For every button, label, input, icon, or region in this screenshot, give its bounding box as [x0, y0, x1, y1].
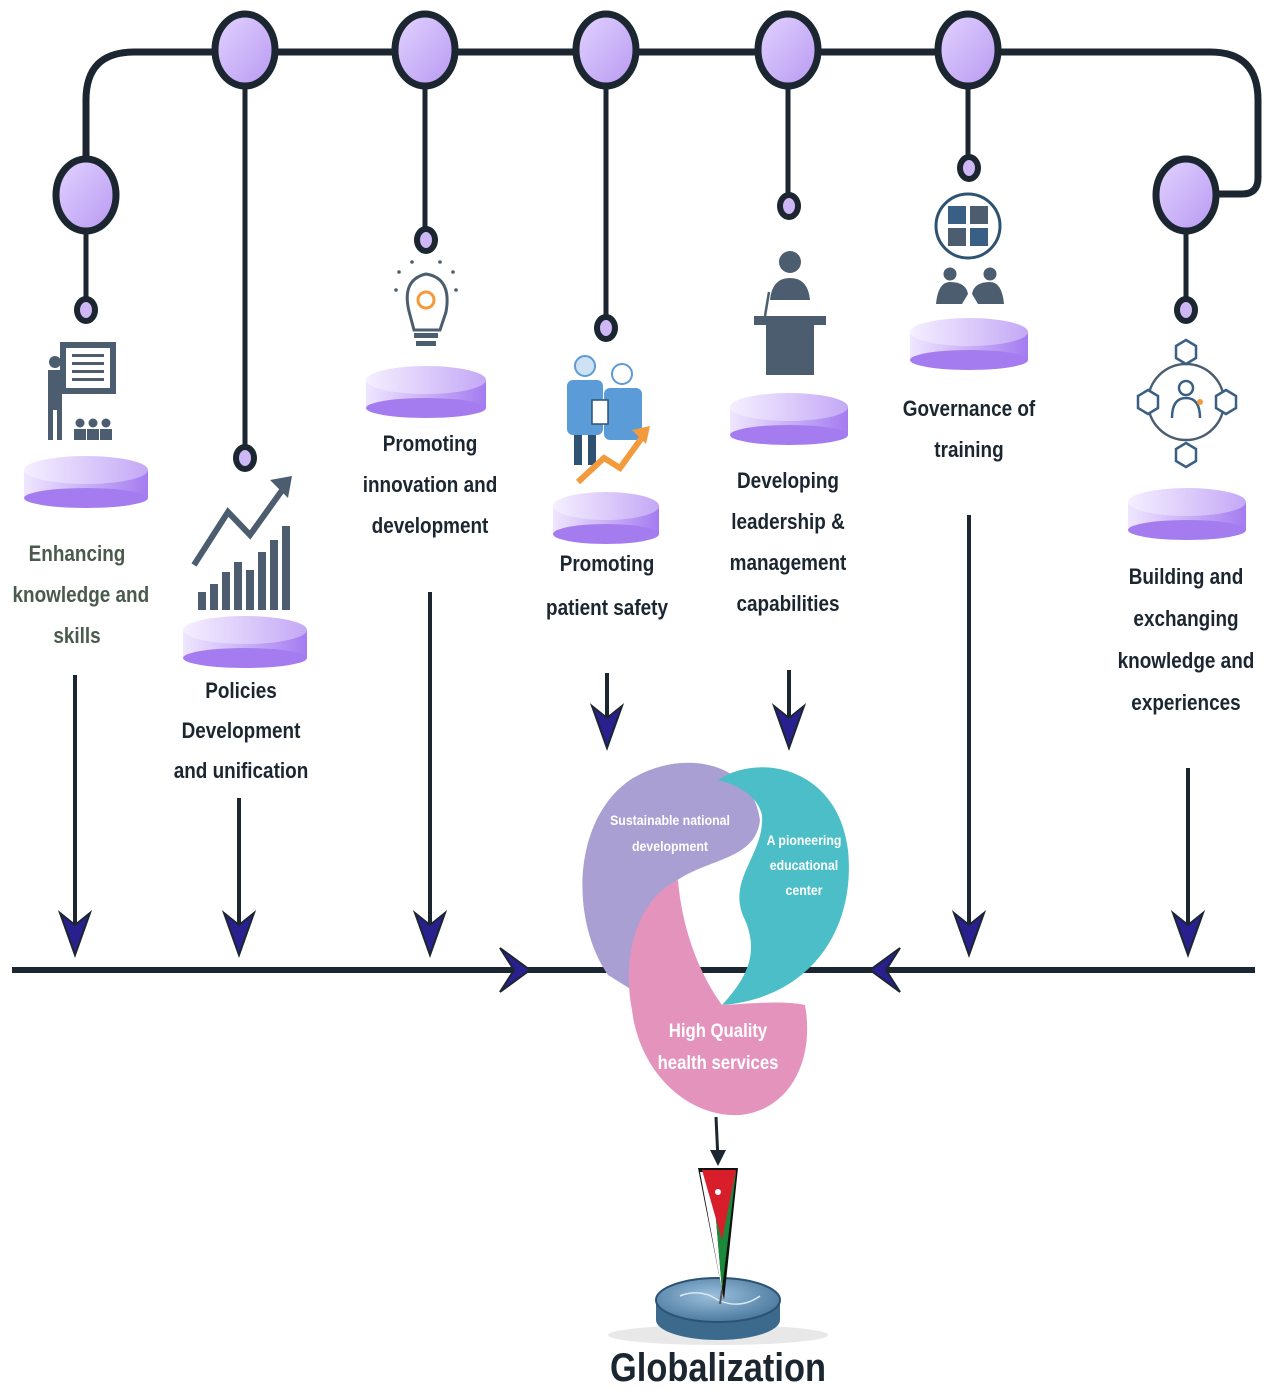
label-line: knowledge and [12, 582, 150, 607]
label-line: leadership & [731, 509, 845, 534]
label-line: skills [53, 623, 101, 648]
lightbulb-gear-icon [394, 260, 458, 346]
label-line: development [371, 513, 489, 538]
top-connector-line [82, 48, 1262, 198]
node-small-innovation [414, 226, 438, 254]
segment-pioneering [718, 767, 849, 1005]
platform-policies [183, 616, 307, 668]
pillar-label-innovation: Promoting innovation and development [357, 423, 503, 546]
label-line: innovation and [362, 472, 498, 497]
label-line: training [934, 437, 1004, 462]
goal-arrow-head [710, 1150, 726, 1166]
segment-quality [628, 880, 808, 1116]
label-line: Enhancing [28, 541, 126, 566]
cycle-label-pioneering: A pioneering educational center [758, 828, 850, 903]
label-line: A pioneering [766, 832, 842, 848]
label-line: center [785, 882, 823, 898]
label-line: Policies [205, 678, 277, 703]
puzzle-team-icon [934, 192, 1004, 304]
label-line: health services [657, 1053, 779, 1074]
speaker-podium-icon [754, 251, 826, 375]
goal-label: Globalization [610, 1346, 826, 1390]
label-line: Sustainable national [610, 812, 730, 828]
label-line: knowledge and [1117, 648, 1255, 673]
label-line: capabilities [736, 591, 840, 616]
label-line: patient safety [546, 595, 668, 620]
platform-governance [910, 318, 1028, 370]
baseline-arrow-right [499, 947, 532, 993]
platform-leadership [730, 393, 848, 445]
node-policies [211, 10, 279, 90]
pillar-label-leadership: Developing leadership & management capabili… [715, 460, 861, 624]
arrow-leadership [771, 670, 807, 751]
cycle-label-sustainable: Sustainable national development [600, 807, 741, 859]
label-line: Governance of [902, 396, 1036, 421]
label-line: Promoting [559, 551, 655, 576]
segment-sustainable [582, 762, 760, 990]
node-small-safety [594, 314, 618, 342]
pillar-label-governance: Governance of training [896, 388, 1042, 470]
pillar-label-exchange: Building and exchanging knowledge and exper… [1113, 556, 1259, 724]
node-knowledge [52, 155, 120, 235]
teacher-board-icon [48, 342, 116, 440]
cycle-graphic [582, 762, 849, 1116]
arrow-exchange [1170, 768, 1206, 958]
arrow-safety [589, 673, 625, 751]
label-line: Promoting [382, 431, 478, 456]
node-small-governance [957, 154, 981, 182]
platform-exchange [1128, 488, 1246, 540]
node-small-policies [233, 444, 257, 472]
growth-chart-icon [191, 476, 292, 610]
label-line: educational [769, 857, 839, 873]
label-line: exchanging [1133, 606, 1239, 631]
label-line: Developing [737, 468, 839, 493]
arrow-policies [221, 798, 257, 958]
platform-safety [553, 492, 659, 544]
arrow-governance [951, 515, 987, 958]
label-line: High Quality [668, 1021, 768, 1042]
label-line: development [631, 838, 708, 854]
label-line: Building and [1128, 564, 1244, 589]
arrow-knowledge [57, 675, 93, 958]
label-line: experiences [1131, 690, 1241, 715]
cycle-label-quality: High Quality health services [648, 1016, 789, 1080]
label-line: and unification [173, 758, 309, 783]
node-small-leadership [777, 192, 801, 220]
globe-flag-icon [608, 1168, 828, 1345]
platform-innovation [366, 366, 486, 418]
label-line: management [729, 550, 847, 575]
node-governance [934, 10, 1002, 90]
pillar-label-knowledge: Enhancing knowledge and skills [12, 533, 150, 656]
label-line: Development [181, 718, 301, 743]
pillar-label-safety: Promoting patient safety [534, 542, 680, 630]
node-small-knowledge [74, 296, 98, 324]
arrow-innovation [412, 592, 448, 958]
node-small-exchange [1174, 296, 1198, 324]
network-person-icon [1136, 338, 1238, 469]
platform-knowledge [24, 456, 148, 508]
node-innovation [391, 10, 459, 90]
node-leadership [754, 10, 822, 90]
doctors-chart-icon [567, 355, 650, 485]
node-exchange [1152, 155, 1220, 235]
node-safety [572, 10, 640, 90]
baseline-arrow-left [868, 947, 901, 993]
